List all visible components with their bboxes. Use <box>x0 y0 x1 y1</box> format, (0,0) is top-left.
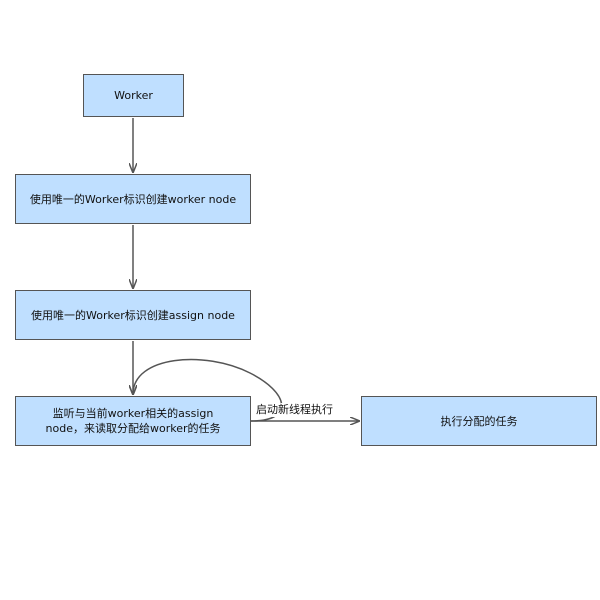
edge-label-start-thread: 启动新线程执行 <box>256 403 333 417</box>
node-create-assign-node-label: 使用唯一的Worker标识创建assign node <box>31 308 235 322</box>
node-worker: Worker <box>83 74 184 117</box>
node-listen-assign-node: 监听与当前worker相关的assign node，来读取分配给worker的任… <box>15 396 251 446</box>
node-create-worker-node-label: 使用唯一的Worker标识创建worker node <box>29 192 237 206</box>
node-execute-task-label: 执行分配的任务 <box>440 414 518 428</box>
node-execute-task: 执行分配的任务 <box>361 396 597 446</box>
node-listen-assign-node-label: 监听与当前worker相关的assign node，来读取分配给worker的任… <box>45 407 221 435</box>
node-worker-label: Worker <box>114 89 153 102</box>
node-create-worker-node: 使用唯一的Worker标识创建worker node <box>15 174 251 224</box>
node-create-assign-node: 使用唯一的Worker标识创建assign node <box>15 290 251 340</box>
